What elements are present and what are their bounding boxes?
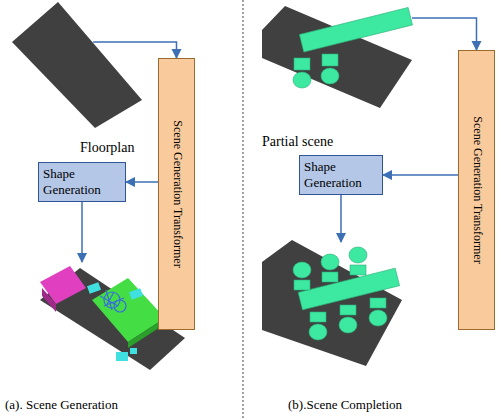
- arrow-connector: [126, 181, 158, 183]
- separator: [243, 0, 244, 420]
- partial-scene-image: [262, 6, 412, 108]
- image-label: Floorplan: [80, 140, 134, 156]
- floorplan: Floorplan: [10, 2, 142, 128]
- floorplan-shape: [12, 2, 142, 128]
- arrow: [81, 200, 83, 262]
- subfigure-caption: (b).Scene Completion: [288, 397, 402, 413]
- transformer-box: Scene Generation Transformer: [458, 50, 495, 330]
- box-label: Shape Generation: [300, 159, 382, 190]
- subfigure-caption: (a). Scene Generation: [5, 397, 118, 413]
- process-box: Shape Generation: [299, 155, 383, 195]
- arrow: [340, 193, 342, 242]
- box-label: Shape Generation: [39, 166, 125, 197]
- transformer-box: Scene Generation Transformer: [158, 58, 195, 330]
- process-box: Shape Generation: [38, 162, 126, 202]
- box-label: Scene Generation Transformer: [169, 120, 184, 267]
- arrow-connector: [412, 18, 477, 50]
- box-label: Scene Generation Transformer: [469, 116, 484, 263]
- completed-scene-image: [262, 240, 402, 366]
- arrow-connector: [93, 42, 176, 58]
- partial-scene: Partial scene: [262, 0, 412, 115]
- image-label: Partial scene: [262, 134, 333, 150]
- arrow-connector: [383, 174, 458, 176]
